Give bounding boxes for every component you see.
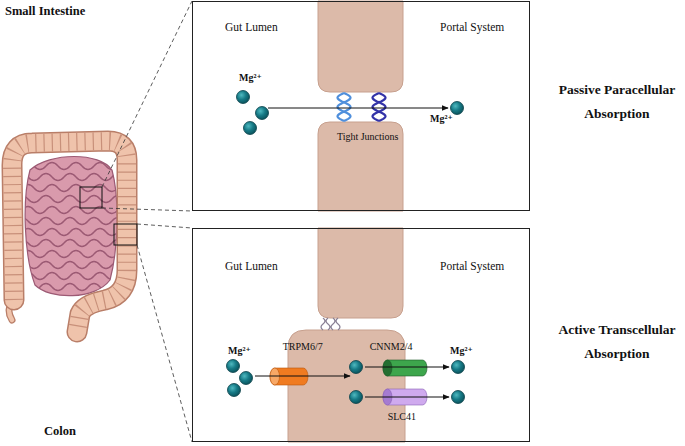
- flow-arrow: [365, 397, 449, 398]
- transporter-label: TRPM6/7: [283, 340, 323, 354]
- epithelial-cell: [318, 1, 403, 92]
- ion-label: Mg²⁺: [239, 72, 262, 84]
- process-label: Active Transcellular Absorption: [547, 318, 685, 366]
- transporter-label: SLC41: [388, 410, 416, 424]
- ion-dot: [452, 391, 465, 404]
- ion-dot: [350, 391, 363, 404]
- colon-haustra: [12, 141, 127, 332]
- structure-label: Tight Junctions: [330, 130, 406, 144]
- tight-junction: Tight Junctions: [330, 92, 406, 144]
- intestine-folds: [16, 163, 124, 291]
- tight-junction-icon: [330, 92, 406, 122]
- zoom-line: [137, 245, 192, 442]
- zoom-panel: Gut Lumen Portal SystemTight Junctions: [192, 1, 530, 211]
- cylinder-body: [383, 389, 427, 405]
- magnesium-ions: [227, 91, 465, 404]
- transporter-symbol: [270, 368, 308, 385]
- zoom-square: [114, 224, 137, 245]
- channel-transporter: TRPM6/7: [268, 338, 316, 388]
- zoom-square: [80, 187, 102, 208]
- tight-junction-icon: [321, 318, 340, 330]
- ion-label: Mg²⁺: [228, 345, 251, 357]
- region-label: Portal System: [440, 20, 504, 34]
- zoom-panel: Gut Lumen Portal SystemTRPM6/7 CNNM2/4SLC4…: [192, 228, 530, 442]
- region-label: Gut Lumen: [225, 259, 278, 273]
- ion-dot: [451, 102, 464, 115]
- fold-line: [16, 174, 124, 181]
- efflux-transporter: SLC41: [380, 386, 430, 426]
- zoom-line: [137, 224, 192, 228]
- fold-line: [22, 207, 118, 214]
- fold-line: [22, 251, 118, 258]
- epithelial-cell: [318, 228, 403, 318]
- region-label: Portal System: [440, 259, 504, 273]
- region-heading: Small Intestine: [5, 4, 85, 19]
- cylinder-body: [270, 368, 308, 385]
- ion-dot: [256, 107, 269, 120]
- ion-dot: [227, 360, 240, 373]
- ion-label: Mg²⁺: [430, 113, 453, 125]
- junction-strand: [337, 93, 350, 121]
- fold-line: [22, 163, 118, 170]
- fold-line: [22, 273, 118, 280]
- zoom-line: [102, 1, 192, 187]
- transporter-symbol: [383, 360, 427, 376]
- ion-dot: [350, 361, 363, 374]
- cylinder-end: [383, 389, 392, 405]
- fold-line: [22, 185, 118, 192]
- junction-strand: [337, 93, 350, 121]
- region-label: Gut Lumen: [225, 20, 278, 34]
- transporter-label: CNNM2/4: [370, 340, 413, 354]
- flow-arrow: [268, 108, 448, 109]
- cylinder-body: [383, 360, 427, 376]
- junction-strand: [372, 93, 385, 121]
- ion-dot: [244, 122, 257, 135]
- flow-arrow: [255, 376, 350, 377]
- cylinder-end: [383, 360, 392, 376]
- fold-line: [16, 196, 124, 203]
- ion-dot: [237, 91, 250, 104]
- zoom-line: [102, 208, 192, 211]
- transporter-symbol: [383, 389, 427, 405]
- efflux-transporter: CNNM2/4: [370, 338, 430, 378]
- ion-label: Mg²⁺: [450, 345, 473, 357]
- ion-dot: [452, 361, 465, 374]
- colon: [12, 141, 127, 332]
- fold-line: [22, 229, 118, 236]
- fold-line: [16, 218, 124, 225]
- fold-line: [16, 240, 124, 247]
- colon-outline: [12, 141, 127, 332]
- ion-dot: [228, 384, 241, 397]
- ion-dot: [240, 372, 253, 385]
- cylinder-end: [270, 368, 280, 385]
- flow-arrow: [365, 367, 449, 368]
- process-label: Passive Paracellular Absorption: [547, 78, 685, 126]
- junction-strand: [372, 93, 385, 121]
- fold-line: [16, 262, 124, 269]
- region-heading: Colon: [44, 424, 76, 439]
